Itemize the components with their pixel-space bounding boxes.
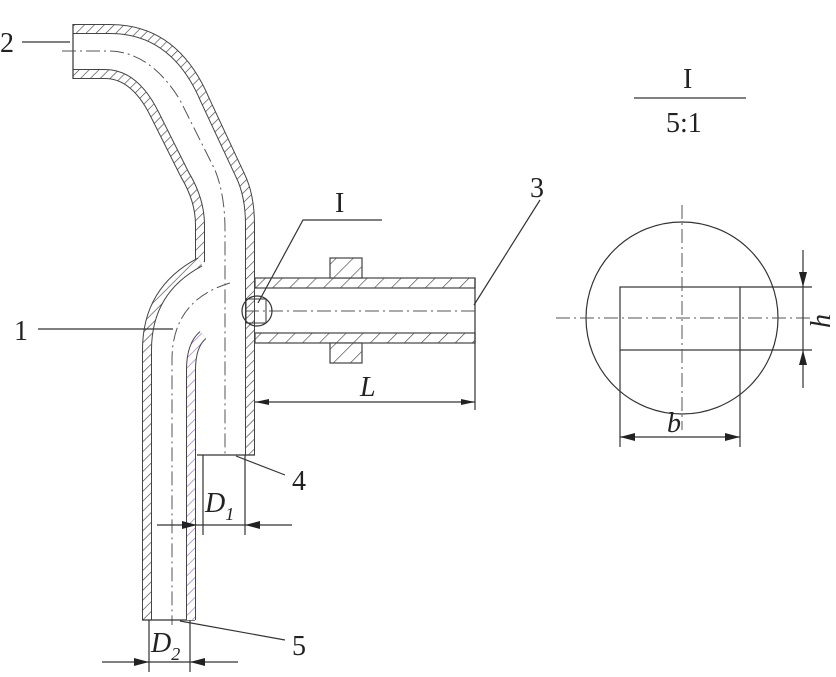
label-part-2: 2	[0, 28, 14, 59]
dim-d2-label: D2	[150, 628, 180, 664]
label-part-1: 1	[14, 316, 28, 347]
label-part-3: 3	[530, 173, 544, 204]
pipe-2	[62, 24, 255, 455]
leaders: 2 1 I 3 4 5	[0, 28, 544, 662]
detail-i-circle	[241, 295, 273, 327]
dim-h-label: h	[806, 314, 836, 328]
dim-l-label: L	[359, 372, 376, 403]
dimension-l: L	[255, 343, 476, 410]
dimension-d2: D2	[102, 620, 238, 672]
dim-b-label: b	[667, 408, 681, 439]
pipe-4	[197, 262, 255, 456]
detail-title: I	[683, 64, 692, 95]
tube-3	[241, 257, 478, 364]
label-detail-ref: I	[335, 188, 344, 219]
label-part-4: 4	[292, 466, 306, 497]
pipe-5	[186, 331, 207, 620]
dimension-d1: D1	[157, 455, 292, 535]
pipe-1	[142, 257, 231, 625]
label-part-5: 5	[292, 631, 306, 662]
dim-d1-label: D1	[204, 488, 234, 524]
detail-view: I 5:1 h b	[556, 64, 836, 447]
detail-scale: 5:1	[666, 108, 702, 139]
